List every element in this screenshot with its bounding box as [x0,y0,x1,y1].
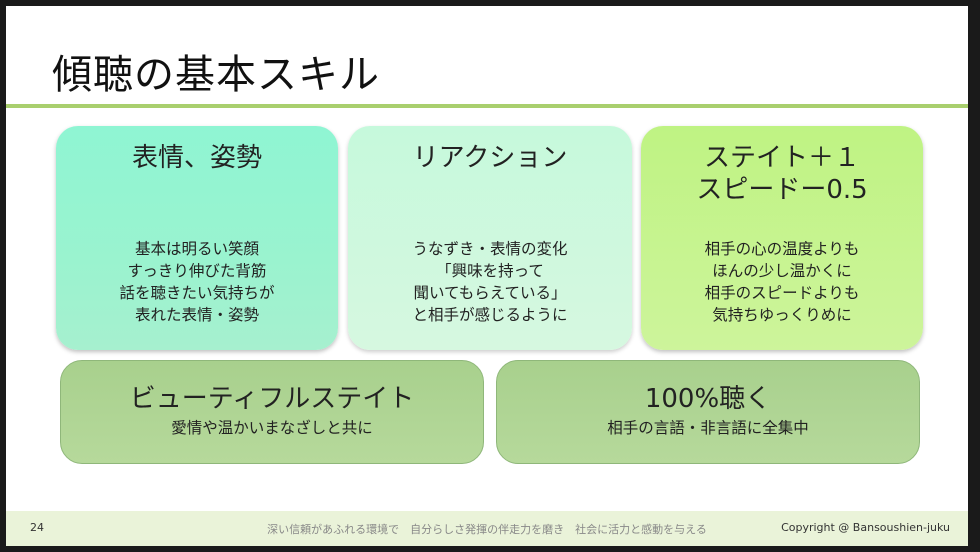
card-body: 相手の言語・非言語に全集中 [607,419,809,437]
footer-motto: 深い信頼があふれる環境で 自分らしさ発揮の伴走力を磨き 社会に活力と感動を与える [267,523,707,536]
slide-title: 傾聴の基本スキル [52,52,380,98]
card-heading-line: リアクション [412,143,568,173]
card-beautiful-state: ビューティフルステイト 愛情や温かいまなざしと共に [60,360,484,464]
card-body: うなずき・表情の変化 「興味を持って 聞いてもらえている」 と相手が感じるように [348,238,632,326]
card-body-line: すっきり伸びた背筋 [127,262,267,280]
card-body-line: うなずき・表情の変化 [412,240,568,258]
slide-footer: 24 深い信頼があふれる環境で 自分らしさ発揮の伴走力を磨き 社会に活力と感動を… [6,511,968,546]
card-body: 相手の心の温度よりも ほんの少し温かくに 相手のスピードよりも 気持ちゆっくりめ… [641,238,923,326]
card-heading-line: スピードー0.5 [696,175,868,205]
card-body-line: 話を聴きたい気持ちが [119,284,275,302]
card-heading-line: ステイト＋１ [703,143,860,173]
card-heading: ステイト＋１ スピードー0.5 [641,142,923,206]
copyright-notice: Copyright @ Bansoushien-juku [781,521,950,534]
card-body-line: ほんの少し温かくに [712,262,852,280]
card-body: 愛情や温かいまなざしと共に [171,419,373,437]
card-reaction: リアクション うなずき・表情の変化 「興味を持って 聞いてもらえている」 と相手… [348,126,632,350]
card-body-line: 表れた表情・姿勢 [134,306,259,324]
card-heading: リアクション [348,142,632,174]
card-heading-line: 表情、姿勢 [131,143,262,173]
card-body-line: 基本は明るい笑顔 [134,240,259,258]
card-body-line: 聞いてもらえている」 [413,284,567,302]
card-state-speed: ステイト＋１ スピードー0.5 相手の心の温度よりも ほんの少し温かくに 相手の… [641,126,923,350]
page-number: 24 [30,521,44,534]
card-full-listening: 100%聴く 相手の言語・非言語に全集中 [496,360,920,464]
card-expression-posture: 表情、姿勢 基本は明るい笑顔 すっきり伸びた背筋 話を聴きたい気持ちが 表れた表… [56,126,338,350]
slide: 傾聴の基本スキル 表情、姿勢 基本は明るい笑顔 すっきり伸びた背筋 話を聴きたい… [6,6,968,546]
card-body-line: と相手が感じるように [412,306,568,324]
title-divider [6,104,968,108]
card-body-line: 「興味を持って [436,262,544,280]
card-body-line: 相手のスピードよりも [704,284,860,302]
card-heading: 表情、姿勢 [56,142,338,174]
card-heading: 100%聴く [644,384,772,414]
card-heading: ビューティフルステイト [129,384,415,414]
card-body: 基本は明るい笑顔 すっきり伸びた背筋 話を聴きたい気持ちが 表れた表情・姿勢 [56,238,338,326]
card-body-line: 気持ちゆっくりめに [712,306,852,324]
card-body-line: 相手の心の温度よりも [704,240,860,258]
